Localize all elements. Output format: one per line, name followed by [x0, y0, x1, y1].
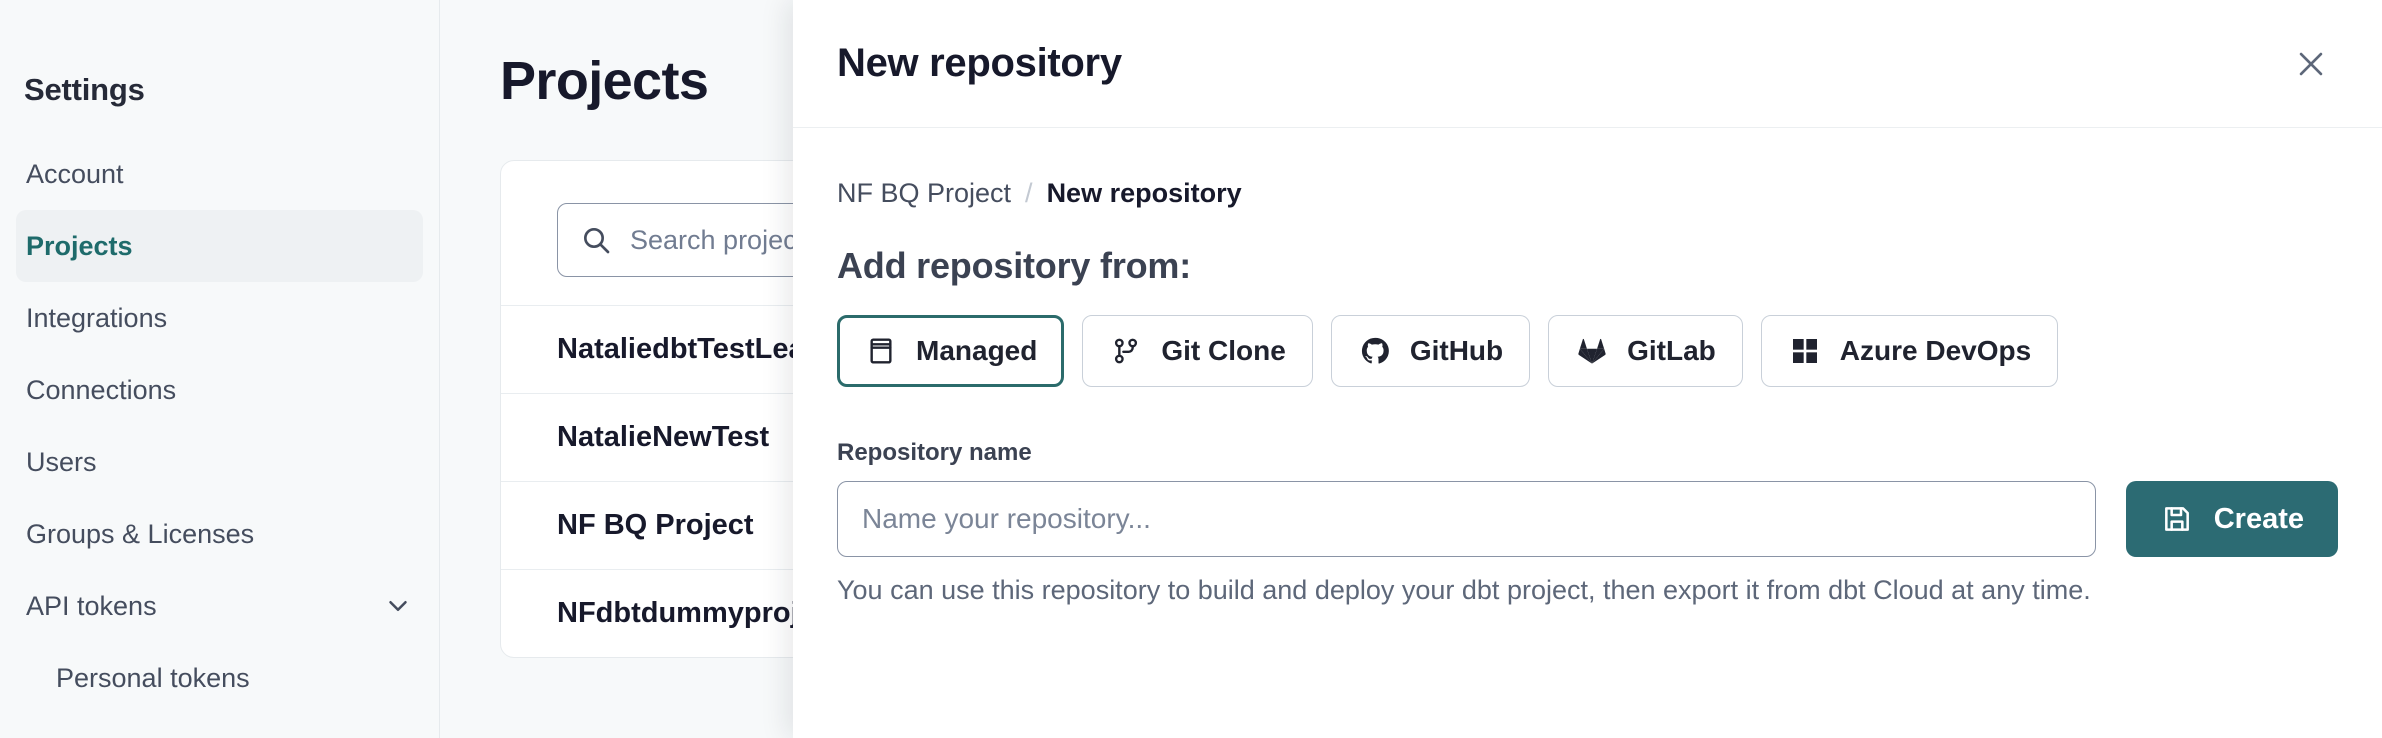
sidebar-item-label: Integrations [26, 302, 168, 333]
breadcrumb-separator: / [1025, 178, 1033, 208]
gitlab-icon [1575, 334, 1609, 368]
close-icon[interactable] [2284, 37, 2338, 91]
sidebar-item-label: Projects [26, 230, 133, 261]
sidebar-item-connections[interactable]: Connections [16, 354, 423, 426]
sidebar-item-label: Groups & Licenses [26, 518, 255, 549]
source-button-managed[interactable]: Managed [837, 315, 1065, 387]
chevron-down-icon[interactable] [383, 591, 413, 621]
repository-name-input[interactable] [837, 481, 2096, 557]
source-button-label: Azure DevOps [1839, 335, 2032, 366]
sidebar-item-label: Account [26, 158, 124, 189]
modal-body: NF BQ Project / New repository Add repos… [793, 128, 2382, 738]
sidebar-title: Settings [24, 72, 145, 107]
project-name: NF BQ Project [557, 509, 754, 541]
breadcrumb-parent-link[interactable]: NF BQ Project [837, 178, 1012, 208]
create-button-label: Create [2213, 502, 2304, 535]
create-button[interactable]: Create [2125, 481, 2338, 557]
search-icon [580, 224, 612, 256]
source-button-gitlab[interactable]: GitLab [1548, 315, 1743, 387]
sidebar-item-api-tokens[interactable]: API tokens [16, 570, 423, 642]
source-button-label: GitLab [1627, 335, 1716, 366]
sidebar-item-label: Personal tokens [56, 662, 250, 693]
sidebar-item-label: Users [26, 446, 97, 477]
project-name: NatalieNewTest [557, 421, 770, 453]
github-icon [1358, 334, 1392, 368]
source-button-azure-devops[interactable]: Azure DevOps [1760, 315, 2059, 387]
azure-devops-icon [1788, 334, 1822, 368]
source-button-github[interactable]: GitHub [1330, 315, 1531, 387]
sidebar-item-label: API tokens [26, 590, 157, 621]
repository-source-options: Managed Git Clone GitHub GitLab Azure DevOps [837, 315, 2338, 387]
sidebar-item-personal-tokens[interactable]: Personal tokens [16, 642, 423, 714]
save-icon [2160, 502, 2194, 536]
new-repository-modal: New repository NF BQ Project / New repos… [793, 0, 2382, 738]
sidebar-item-projects[interactable]: Projects [16, 210, 423, 282]
modal-title: New repository [837, 41, 1122, 85]
sidebar-item-users[interactable]: Users [16, 426, 423, 498]
sidebar-item-integrations[interactable]: Integrations [16, 282, 423, 354]
source-button-label: Git Clone [1161, 335, 1286, 366]
page-title: Projects [500, 51, 709, 111]
source-button-label: Managed [916, 335, 1038, 366]
breadcrumb-current: New repository [1046, 178, 1242, 208]
repository-helper-text: You can use this repository to build and… [837, 575, 2091, 605]
managed-icon [864, 334, 898, 368]
add-repository-heading: Add repository from: [837, 245, 1192, 286]
repository-name-row: Create [837, 481, 2338, 557]
sidebar-item-account[interactable]: Account [16, 138, 423, 210]
modal-header: New repository [793, 0, 2382, 128]
sidebar-item-label: Connections [26, 374, 177, 405]
git-branch-icon [1109, 334, 1143, 368]
breadcrumb: NF BQ Project / New repository [837, 178, 2338, 209]
source-button-git-clone[interactable]: Git Clone [1082, 315, 1313, 387]
repository-name-label: Repository name [837, 439, 1032, 466]
source-button-label: GitHub [1409, 335, 1504, 366]
sidebar-item-groups-licenses[interactable]: Groups & Licenses [16, 498, 423, 570]
